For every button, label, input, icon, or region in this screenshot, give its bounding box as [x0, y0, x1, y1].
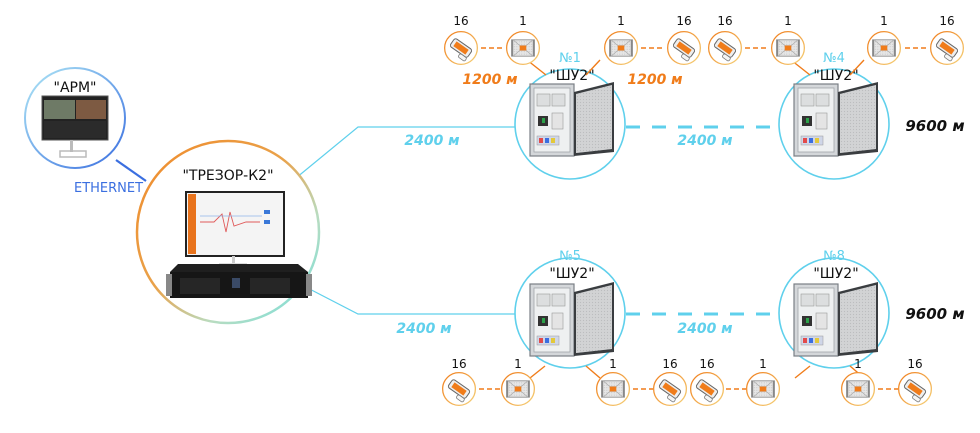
cabinet-name: "ШУ2"	[813, 68, 858, 84]
cabinet-node: №4 "ШУ2"	[778, 51, 890, 180]
chain-distance: 2400 м	[677, 321, 732, 337]
sensor-link	[585, 59, 601, 76]
cabinet-node: №8 "ШУ2"	[778, 249, 890, 369]
total-distance: 9600 м	[905, 117, 964, 135]
detector-icon	[707, 30, 743, 66]
trunk-line-bottom	[295, 281, 517, 315]
sensor-count: 1	[519, 14, 527, 28]
workstation-label: "АРМ"	[54, 80, 97, 96]
cabinet-name: "ШУ2"	[549, 68, 594, 84]
sensor-count: 16	[717, 14, 732, 28]
sensor-node-icon	[595, 371, 631, 407]
sensor-count: 16	[907, 357, 922, 371]
sensor-count: 1	[759, 357, 767, 371]
detector-icon	[689, 371, 725, 407]
server-icon	[166, 264, 312, 298]
ethernet-link	[115, 159, 147, 182]
cabinet-icon	[793, 81, 879, 157]
sensor-distance: 1200 м	[627, 72, 682, 88]
detector-icon	[929, 30, 965, 66]
total-distance: 9600 м	[905, 305, 964, 323]
sensor-count: 16	[676, 14, 691, 28]
sensor-node-icon	[505, 30, 541, 66]
ethernet-label: ETHERNET	[74, 181, 143, 196]
cabinet-icon	[529, 81, 615, 157]
sensor-node-icon	[840, 371, 876, 407]
sensor-count: 16	[699, 357, 714, 371]
server-label: "ТРЕЗОР-К2"	[182, 168, 273, 184]
cabinet-number: №5	[559, 249, 581, 264]
cabinet-name: "ШУ2"	[813, 266, 858, 282]
sensor-count: 1	[784, 14, 792, 28]
sensor-count: 1	[617, 14, 625, 28]
cabinet-node: №1 "ШУ2"	[514, 51, 626, 180]
sensor-count: 1	[609, 357, 617, 371]
sensor-node-icon	[603, 30, 639, 66]
branch-bottom: №5 "ШУ2" №8 "ШУ2" 16 1 1 16 16 1 1 16	[396, 249, 965, 407]
sensor-node-icon	[500, 371, 536, 407]
sensor-count: 1	[514, 357, 522, 371]
sensor-node-icon	[770, 30, 806, 66]
sensor-count: 1	[880, 14, 888, 28]
sensor-link	[585, 365, 601, 379]
detector-icon	[441, 371, 477, 407]
sensor-count: 16	[451, 357, 466, 371]
trunk-distance: 2400 м	[404, 133, 459, 149]
cabinet-number: №8	[823, 249, 845, 264]
detector-icon	[897, 371, 933, 407]
sensor-link	[849, 59, 865, 76]
cabinet-icon	[793, 281, 879, 357]
server-node: "ТРЕЗОР-К2"	[135, 139, 321, 325]
branch-top: №1 "ШУ2" №4 "ШУ2" 16 1 1 16	[404, 14, 965, 180]
sensor-link	[529, 365, 546, 379]
workstation-node: "АРМ"	[24, 67, 126, 169]
cabinet-number: №1	[559, 51, 581, 66]
monitor-icon	[41, 95, 109, 158]
detector-icon	[443, 30, 479, 66]
sensor-distance: 1200 м	[462, 72, 517, 88]
trunk-distance: 2400 м	[396, 321, 451, 337]
trunk-lines	[295, 126, 517, 315]
monitor-icon	[185, 191, 285, 273]
sensor-node-icon	[745, 371, 781, 407]
detector-icon	[666, 30, 702, 66]
cabinet-number: №4	[823, 51, 845, 66]
sensor-count: 1	[854, 357, 862, 371]
cabinet-name: "ШУ2"	[549, 266, 594, 282]
sensor-node-icon	[866, 30, 902, 66]
sensor-link	[794, 365, 811, 379]
sensor-count: 16	[662, 357, 677, 371]
detector-icon	[652, 371, 688, 407]
chain-distance: 2400 м	[677, 133, 732, 149]
sensor-count: 16	[453, 14, 468, 28]
cabinet-icon	[529, 281, 615, 357]
sensor-count: 16	[939, 14, 954, 28]
cabinet-node: №5 "ШУ2"	[514, 249, 626, 369]
trunk-line-top	[295, 126, 517, 179]
